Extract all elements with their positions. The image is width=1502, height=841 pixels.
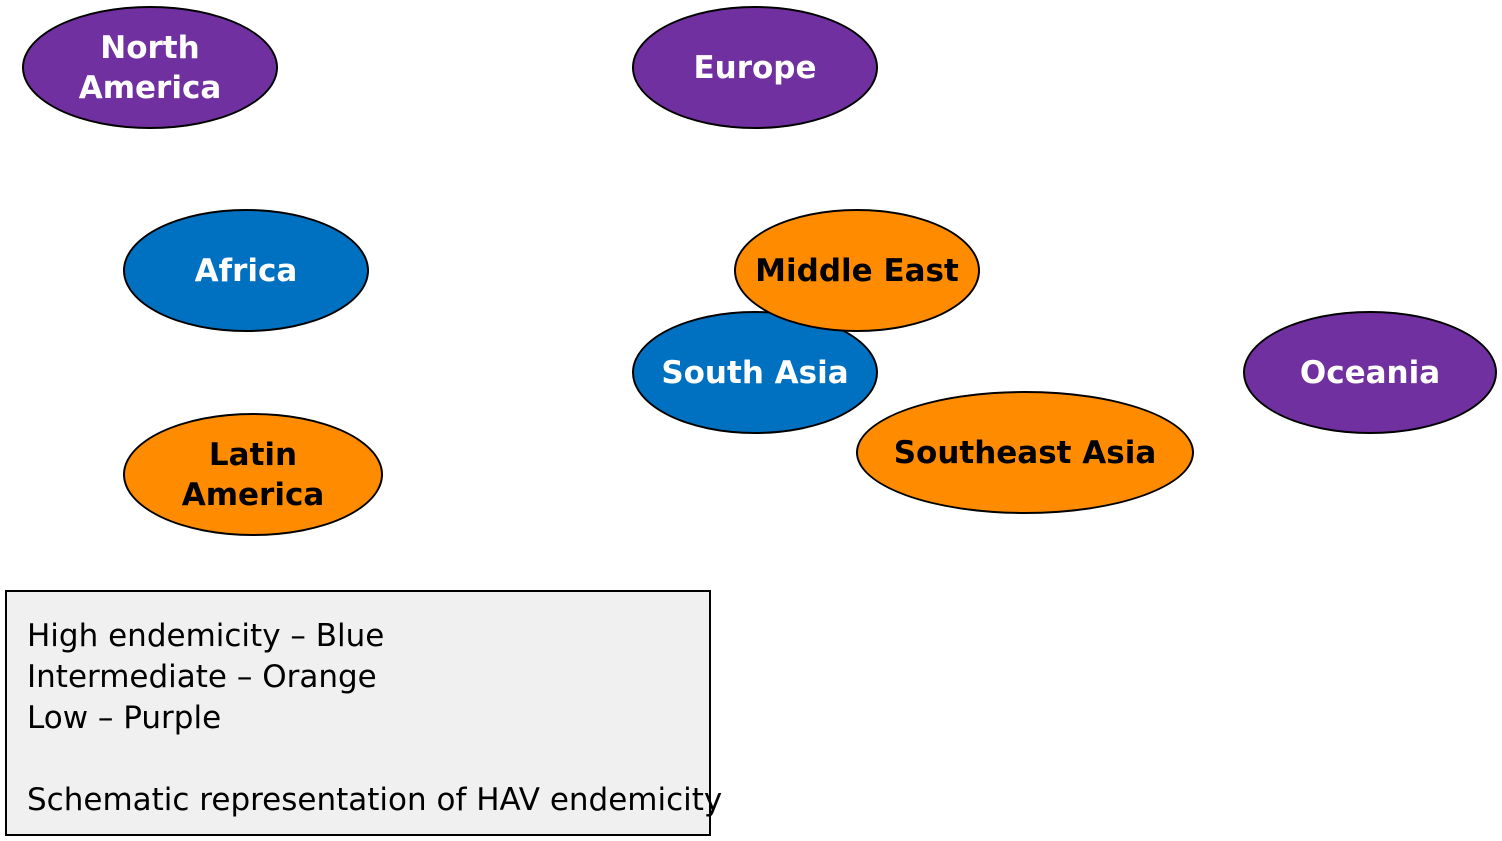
region-label: Southeast Asia [893, 434, 1157, 471]
region-oceania: Oceania [1243, 311, 1497, 434]
region-latin-america: Latin America [123, 413, 383, 536]
region-label: Middle East [755, 252, 959, 289]
region-africa: Africa [123, 209, 369, 332]
legend-spacer [27, 739, 709, 780]
region-southeast-asia: Southeast Asia [856, 391, 1194, 514]
region-europe: Europe [632, 6, 878, 129]
region-label: Oceania [1299, 354, 1441, 391]
region-north-america: North America [22, 6, 278, 129]
region-label: Latin America [181, 436, 325, 513]
region-middle-east: Middle East [734, 209, 980, 332]
region-label: South Asia [661, 354, 849, 391]
region-label: Europe [693, 49, 817, 86]
legend-intermediate: Intermediate – Orange [27, 659, 377, 695]
legend-low: Low – Purple [27, 700, 222, 736]
region-south-asia: South Asia [632, 311, 878, 434]
legend-box: High endemicity – Blue Intermediate – Or… [5, 590, 723, 836]
legend-high: High endemicity – Blue [27, 618, 385, 654]
legend-caption: Schematic representation of HAV endemici… [27, 782, 723, 818]
region-label: Africa [194, 252, 298, 289]
region-label: North America [78, 29, 222, 106]
